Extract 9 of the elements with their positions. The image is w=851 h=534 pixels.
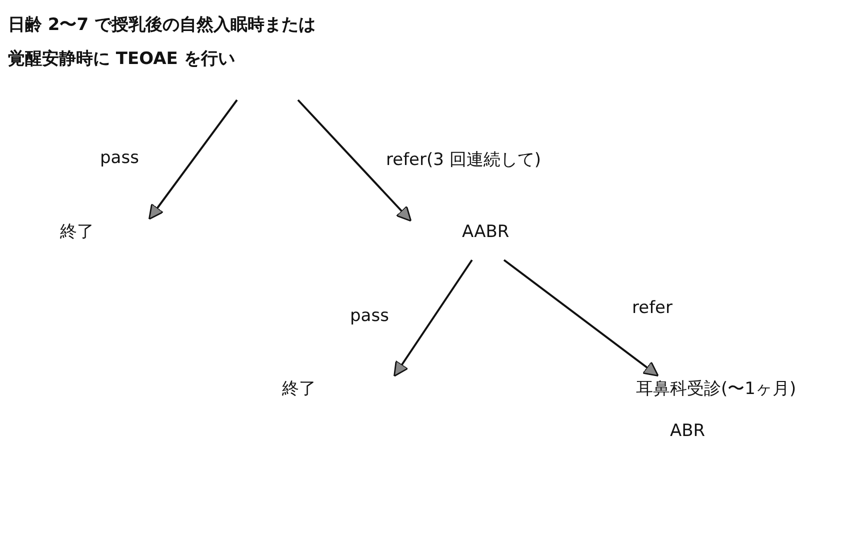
arrow — [503, 259, 659, 377]
heading-text: 日齢 2〜7 で授乳後の自然入眠時または覚醒安静時に TEOAE を行い — [8, 14, 316, 71]
node-text: AABR — [462, 222, 510, 242]
arrow — [148, 99, 238, 220]
node-text: 耳鼻科受診(〜1ヶ月) — [636, 378, 798, 400]
node-text: 終了 — [60, 221, 95, 243]
node-text: 終了 — [282, 378, 317, 400]
arrow — [297, 99, 412, 222]
arrow — [394, 259, 473, 377]
